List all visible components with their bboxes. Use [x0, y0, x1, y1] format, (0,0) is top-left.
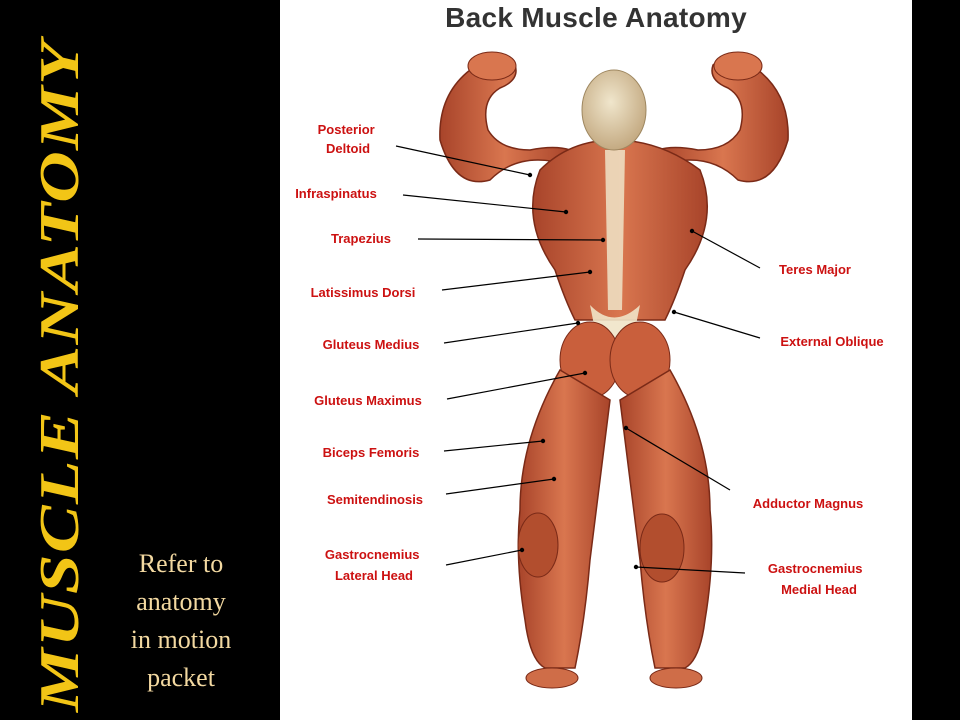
pointer-line	[395, 145, 531, 176]
note-line: in motion	[130, 625, 232, 654]
pointer-line	[443, 440, 544, 452]
note-line: anatomy	[136, 587, 226, 616]
pointer-line	[417, 238, 604, 241]
label-gluteus-maximus: Gluteus Maximus	[314, 393, 422, 408]
muscle-labels: Posterior Deltoid Infraspinatus Trapeziu…	[295, 122, 883, 597]
label-gastrocnemius-lateral: Gastrocnemius Lateral Head	[325, 547, 423, 583]
pointer-heads	[519, 172, 695, 570]
diagram-panel: Posterior Deltoid Infraspinatus Trapeziu…	[280, 0, 912, 720]
label-adductor-magnus: Adductor Magnus	[753, 496, 864, 511]
label-gastrocnemius-medial: Gastrocnemius Medial Head	[768, 561, 866, 597]
side-note: Refer to anatomy in motion packet	[96, 545, 266, 697]
muscle-figure: Posterior Deltoid Infraspinatus Trapeziu…	[295, 51, 884, 689]
label-teres-major: Teres Major	[779, 262, 851, 277]
label-gluteus-medius: Gluteus Medius	[323, 337, 420, 352]
slide-title-text: MUSCLE ANATOMY	[29, 35, 91, 713]
label-semitendinosis: Semitendinosis	[327, 492, 423, 507]
label-external-oblique: External Oblique	[780, 334, 883, 349]
pointer-line	[443, 322, 579, 344]
label-infraspinatus: Infraspinatus	[295, 186, 377, 201]
vertical-slide-title: MUSCLE ANATOMY	[0, 0, 280, 720]
label-biceps-femoris: Biceps Femoris	[323, 445, 420, 460]
pointer-line	[446, 372, 586, 400]
pointer-line	[635, 566, 746, 574]
note-line: Refer to	[138, 549, 224, 578]
label-latissimus-dorsi: Latissimus Dorsi	[311, 285, 416, 300]
pointer-line	[673, 311, 761, 339]
pointer-line	[402, 194, 567, 213]
pointer-line	[445, 549, 523, 566]
label-posterior-deltoid: Posterior Deltoid	[318, 122, 379, 156]
pointer-lines	[395, 145, 761, 574]
pointer-line	[441, 271, 591, 291]
pointer-line	[691, 230, 761, 269]
pointer-line	[445, 478, 555, 495]
right-margin	[912, 0, 960, 720]
note-line: packet	[147, 663, 215, 692]
diagram-title: Back Muscle Anatomy	[445, 2, 747, 33]
body-silhouette	[439, 51, 789, 689]
label-trapezius: Trapezius	[331, 231, 391, 246]
pointer-line	[625, 427, 731, 491]
